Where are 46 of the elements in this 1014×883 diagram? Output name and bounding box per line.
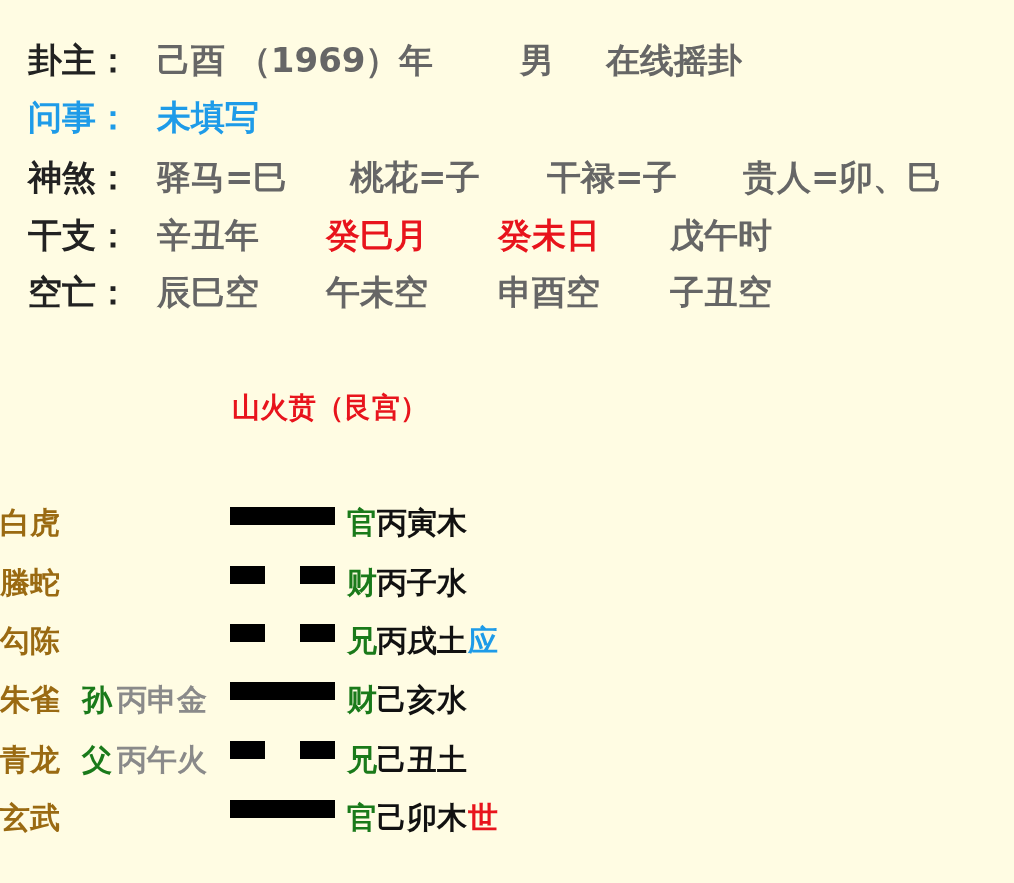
spirit-label: 勾陈 [0,623,60,659]
position-marker: 世 [468,800,498,836]
relation-label: 兄 [347,623,377,659]
branch-label: 丙戌土 [377,623,467,659]
hexagram-title: 山火贲（艮宫） [232,391,428,425]
branch-label: 丙寅木 [377,505,467,541]
field-value: 癸巳月 [326,214,428,256]
field-value: 在线摇卦 [606,39,742,81]
field-value: 己酉 （1969）年 [157,39,434,81]
field-label: 卦主： [28,39,130,81]
spirit-label: 玄武 [0,800,60,836]
field-value: 桃花=子 [350,156,481,198]
field-label: 神煞： [28,156,130,198]
field-value: 干禄=子 [547,156,678,198]
field-value: 男 [520,39,554,81]
field-value: 未填写 [157,96,259,138]
relation-label: 财 [347,565,377,601]
branch-label: 丙申金 [117,682,207,718]
branch-label: 己亥水 [377,682,467,718]
field-label: 问事： [28,96,130,138]
field-value: 辰巳空 [157,271,259,313]
spirit-label: 青龙 [0,742,60,778]
field-value: 驿马=巳 [157,156,288,198]
field-label: 空亡： [28,271,130,313]
relation-label: 父 [82,742,112,778]
spirit-label: 白虎 [0,505,60,541]
spirit-label: 朱雀 [0,682,60,718]
relation-label: 财 [347,682,377,718]
position-marker: 应 [468,623,498,659]
relation-label: 兄 [347,742,377,778]
field-label: 干支： [28,214,130,256]
spirit-label: 螣蛇 [0,565,60,601]
field-value: 午未空 [326,271,428,313]
field-value: 戊午时 [670,214,772,256]
field-value: 辛丑年 [157,214,259,256]
branch-label: 己卯木 [377,800,467,836]
field-value: 子丑空 [670,271,772,313]
branch-label: 己丑土 [377,742,467,778]
relation-label: 官 [347,800,377,836]
field-value: 贵人=卯、巳 [743,156,942,198]
branch-label: 丙午火 [117,742,207,778]
field-value: 癸未日 [498,214,600,256]
relation-label: 孙 [82,682,112,718]
branch-label: 丙子水 [377,565,467,601]
field-value: 申酉空 [498,271,600,313]
relation-label: 官 [347,505,377,541]
